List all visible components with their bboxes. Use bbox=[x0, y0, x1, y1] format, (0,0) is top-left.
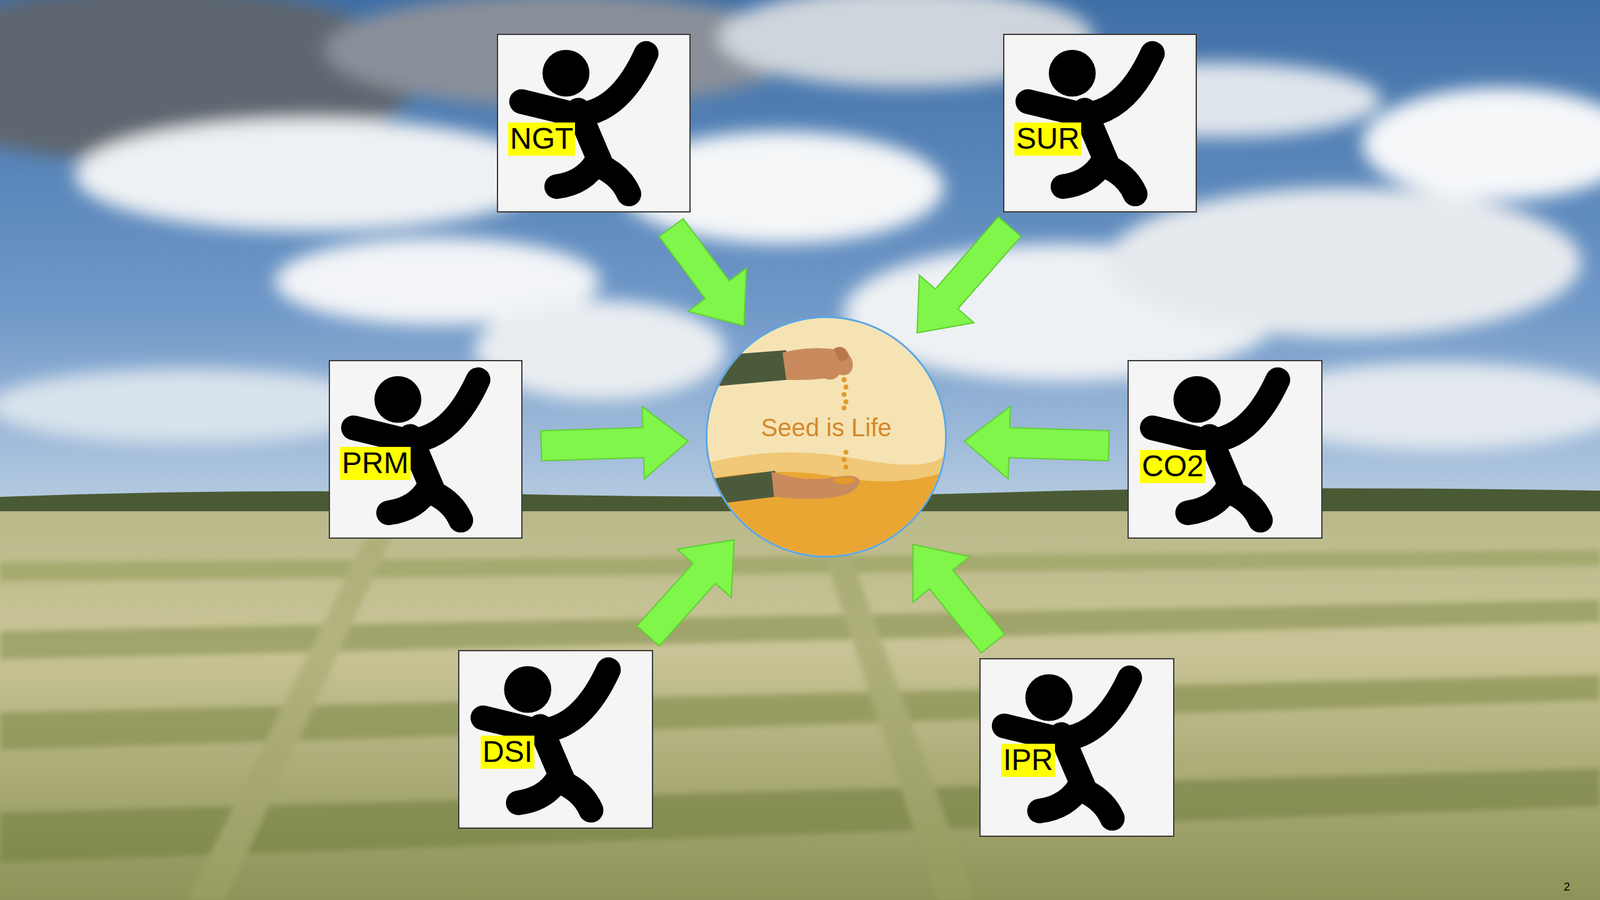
actor-box: SUR bbox=[1003, 33, 1197, 213]
label-holder: DSI bbox=[480, 735, 535, 769]
circle-title: Seed is Life bbox=[760, 413, 892, 442]
highlight-label: NGT bbox=[508, 122, 575, 156]
block-arrow bbox=[659, 218, 747, 327]
text-holder: Seed is Life bbox=[707, 413, 945, 442]
highlight-label: CO2 bbox=[1140, 450, 1206, 484]
actor-box: NGT bbox=[496, 33, 691, 213]
label-holder: PRM bbox=[340, 446, 411, 480]
actor-box: CO2 bbox=[1127, 360, 1323, 539]
label-holder: IPR bbox=[1001, 743, 1055, 777]
person-icon bbox=[1128, 361, 1322, 538]
highlight-label: IPR bbox=[1001, 743, 1055, 777]
label-holder: SUR bbox=[1014, 122, 1082, 156]
block-arrow bbox=[964, 406, 1110, 479]
block-arrow bbox=[916, 216, 1021, 334]
label-holder: NGT bbox=[508, 122, 575, 156]
highlight-label: SUR bbox=[1014, 122, 1082, 156]
center-circle: Seed is Life bbox=[705, 316, 947, 558]
highlight-label: DSI bbox=[480, 735, 535, 769]
block-arrow bbox=[913, 544, 1005, 654]
actor-box: IPR bbox=[979, 658, 1175, 837]
block-arrow bbox=[636, 540, 735, 647]
block-arrow bbox=[540, 406, 689, 479]
actor-box: PRM bbox=[328, 360, 523, 539]
highlight-label: PRM bbox=[340, 446, 411, 480]
page-number: 2 bbox=[1563, 880, 1570, 894]
actor-box: DSI bbox=[458, 650, 654, 829]
label-holder: CO2 bbox=[1140, 450, 1206, 484]
